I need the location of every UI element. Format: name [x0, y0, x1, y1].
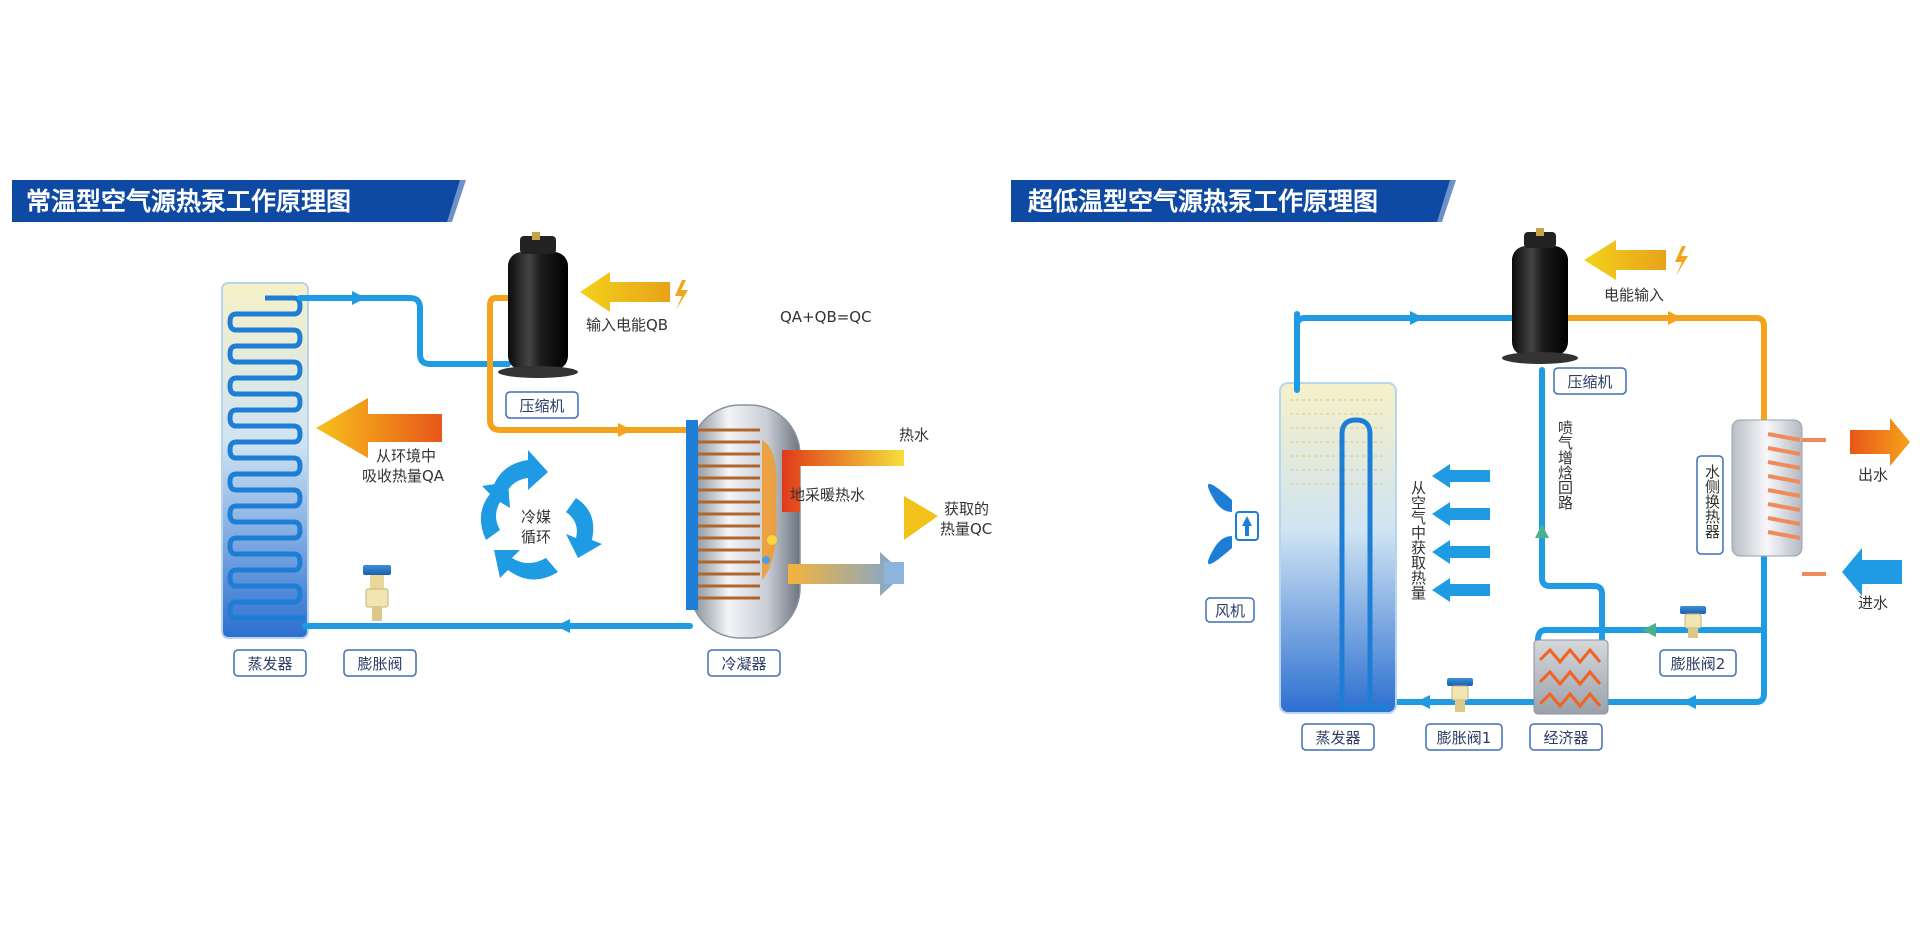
right-fan-label: 风机 — [1215, 602, 1245, 620]
right-liquid-arrow — [1682, 695, 1696, 709]
right-expansion-valve-1-label: 膨胀阀1 — [1437, 729, 1492, 747]
left-obtain-arrow — [904, 496, 938, 540]
left-equation: QA+QB=QC — [780, 308, 872, 326]
left-cycle-line2: 循环 — [521, 528, 551, 546]
right-compressor-label-box — [1553, 367, 1627, 395]
left-diagram: 常温型空气源热泵工作原理图 压缩机 输入电能QB QA+QB=QC — [12, 180, 992, 677]
right-discharge-pipe — [1563, 315, 1767, 423]
right-diagram: 超低温型空气源热泵工作原理图 压缩机 电能输入 喷气增焓回路 — [1011, 180, 1910, 751]
left-absorb-line1: 从环境中 — [376, 447, 436, 465]
left-title-banner: 常温型空气源热泵工作原理图 — [12, 180, 466, 222]
left-compressor-label: 压缩机 — [519, 397, 564, 415]
right-expansion-valve-1-label-box — [1425, 723, 1503, 751]
left-condenser-label: 冷凝器 — [721, 655, 766, 673]
left-suction-pipe — [297, 295, 511, 367]
right-economizer-label-box — [1529, 723, 1603, 751]
left-expansion-valve-label: 膨胀阀 — [357, 655, 402, 673]
right-evaporator — [1279, 382, 1397, 714]
right-injection-pipe — [1539, 367, 1605, 643]
right-inlet-text: 进水 — [1858, 594, 1888, 612]
right-inlet-arrow — [1842, 548, 1902, 596]
left-discharge-pipe — [487, 295, 693, 433]
left-expansion-valve-label-box — [343, 649, 417, 677]
right-fan — [1207, 483, 1259, 565]
right-suction-arrow — [1410, 311, 1424, 325]
left-compressor-label-box — [505, 391, 579, 419]
right-fan-label-box — [1205, 597, 1255, 623]
right-injection-loop-text: 喷气增焓回路 — [1556, 420, 1574, 510]
right-expansion-valve-2-label: 膨胀阀2 — [1671, 655, 1726, 673]
left-hot-water-pipe — [782, 450, 904, 512]
left-condenser-label-box — [707, 649, 781, 677]
right-economizer-label: 经济器 — [1543, 729, 1588, 747]
left-evaporator-label-box — [233, 649, 307, 677]
left-absorb-arrow — [316, 398, 442, 458]
left-cycle-line1: 冷媒 — [521, 508, 551, 526]
right-discharge-arrow — [1668, 311, 1682, 325]
right-outlet-arrow — [1850, 418, 1910, 466]
right-water-hx-label: 水侧换热器 — [1703, 464, 1721, 539]
left-obtain-line1: 获取的 — [944, 500, 989, 518]
right-water-hx-label-box — [1696, 455, 1724, 555]
left-flow-arrow-orange — [618, 423, 632, 437]
left-flow-arrow-top — [352, 291, 366, 305]
left-hot-water-text: 热水 — [899, 426, 929, 444]
right-power-input-arrow — [1584, 240, 1688, 280]
right-power-input-text: 电能输入 — [1604, 286, 1664, 304]
left-heating-water-text: 地采暖热水 — [790, 486, 865, 504]
left-title: 常温型空气源热泵工作原理图 — [26, 187, 351, 216]
right-liquid-pipe — [1605, 553, 1767, 705]
right-expansion-valve-1 — [1447, 678, 1473, 712]
right-compressor — [1502, 228, 1578, 364]
left-condenser — [686, 404, 801, 639]
left-obtain-line2: 热量QC — [940, 520, 992, 538]
left-compressor — [498, 232, 578, 378]
right-air-arrows — [1432, 464, 1490, 602]
right-title: 超低温型空气源热泵工作原理图 — [1028, 187, 1378, 216]
right-expansion-valve-2 — [1680, 606, 1706, 638]
right-evaporator-label: 蒸发器 — [1315, 729, 1360, 747]
left-input-power-text: 输入电能QB — [586, 316, 668, 334]
right-outlet-text: 出水 — [1858, 466, 1888, 484]
right-branch-pipe — [1535, 627, 1767, 643]
right-water-heat-exchanger — [1731, 419, 1826, 576]
left-cycle-arrows — [480, 450, 602, 580]
left-evaporator — [221, 282, 309, 639]
right-evaporator-label-box — [1301, 723, 1375, 751]
right-absorb-air-text: 从空气中获取热量 — [1409, 480, 1427, 600]
right-compressor-label: 压缩机 — [1567, 373, 1612, 391]
left-expansion-valve — [363, 565, 391, 621]
left-input-power-arrow — [580, 272, 688, 312]
right-title-banner: 超低温型空气源热泵工作原理图 — [1011, 180, 1456, 222]
left-evaporator-label: 蒸发器 — [247, 655, 292, 673]
left-return-pipe — [788, 552, 904, 596]
left-absorb-line2: 吸收热量QA — [362, 467, 445, 485]
right-branch-arrow — [1642, 623, 1656, 637]
left-return-pipe-end — [884, 562, 904, 584]
right-economizer — [1533, 639, 1609, 715]
right-evap-feed-arrow — [1416, 695, 1430, 709]
right-injection-arrow — [1535, 524, 1549, 538]
left-flow-arrow-bottom — [556, 619, 570, 633]
right-expansion-valve-2-label-box — [1659, 649, 1737, 677]
right-suction-pipe — [1294, 315, 1515, 393]
